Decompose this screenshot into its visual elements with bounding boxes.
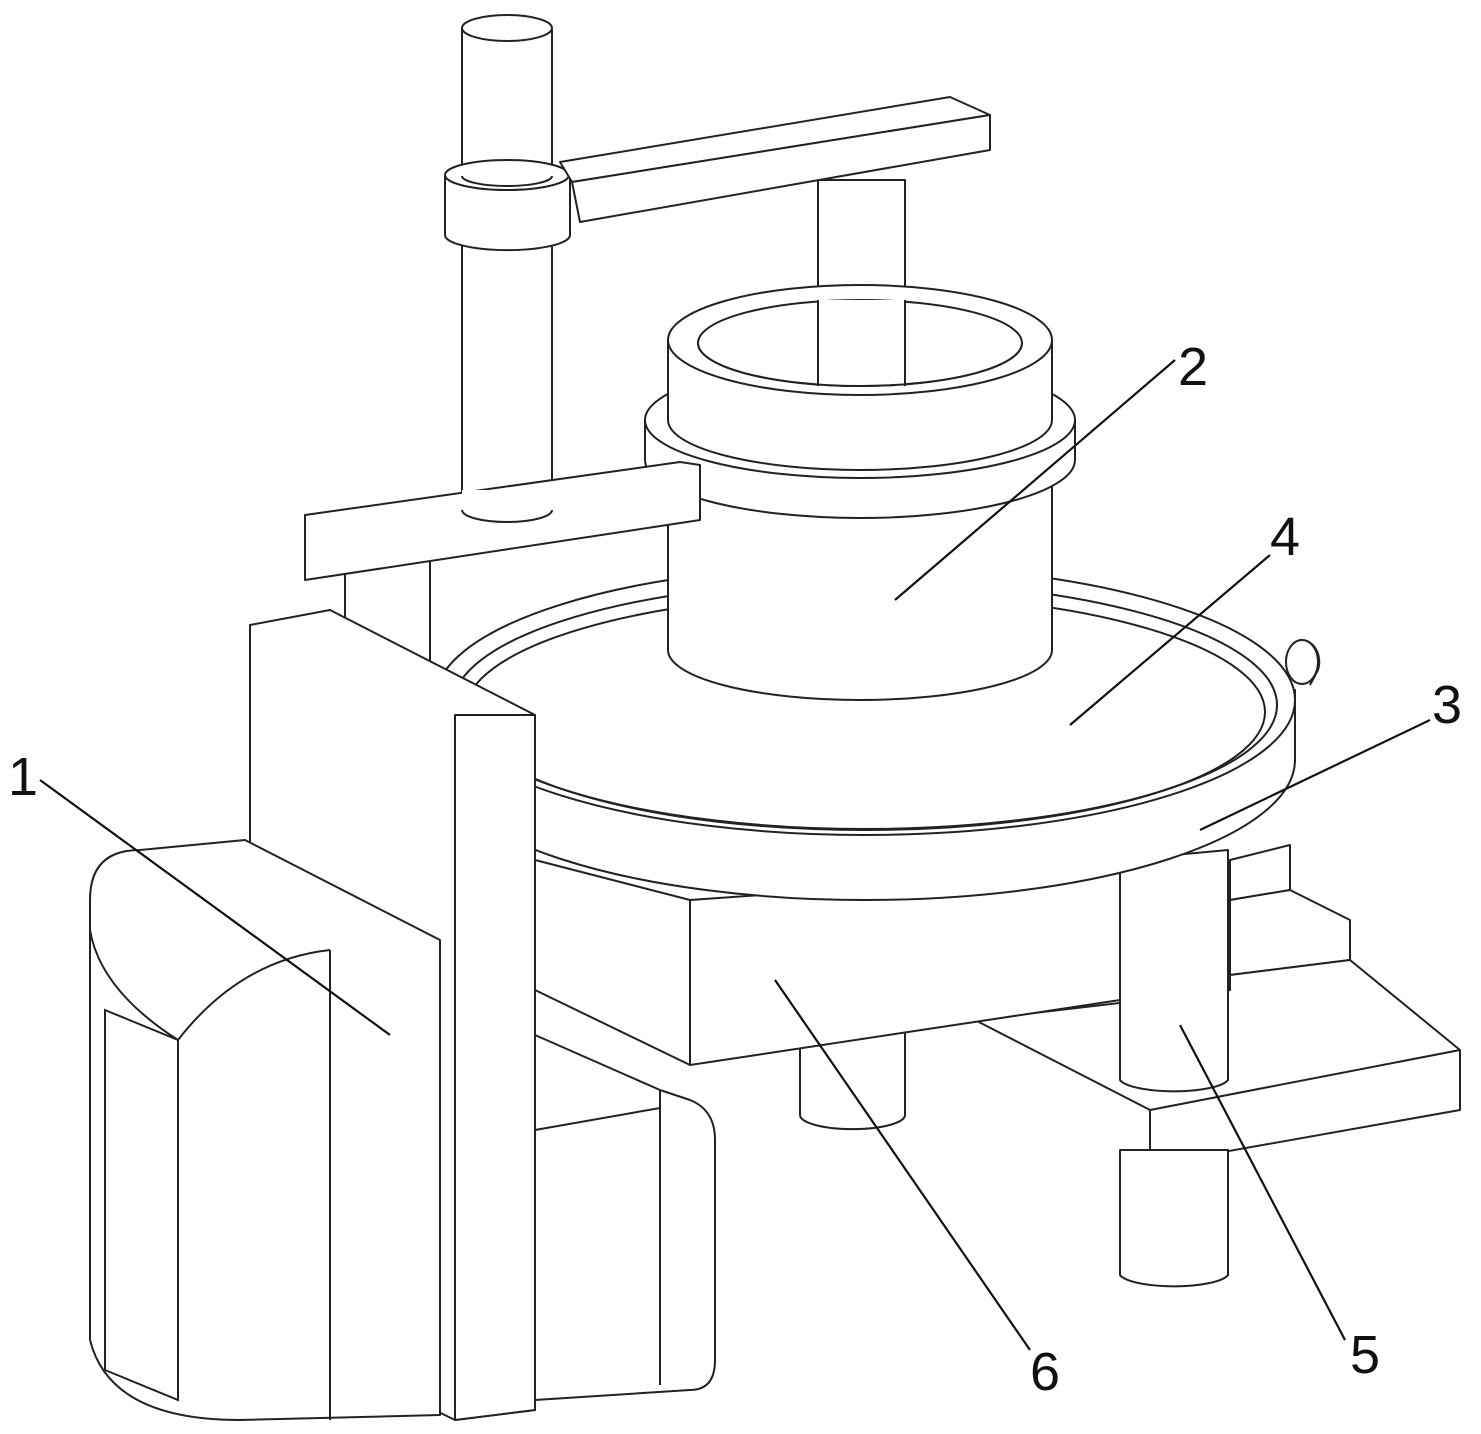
top-arm [560,97,990,222]
label-2: 2 [1178,340,1208,394]
drive-motor [90,610,535,1420]
label-5: 5 [1350,1328,1380,1382]
label-3: 3 [1432,678,1462,732]
label-6: 6 [1030,1345,1060,1399]
vertical-column [445,15,570,522]
label-1: 1 [8,750,38,804]
label-4: 4 [1270,510,1300,564]
press-cylinder [645,285,1075,700]
lower-motor [535,1035,715,1400]
